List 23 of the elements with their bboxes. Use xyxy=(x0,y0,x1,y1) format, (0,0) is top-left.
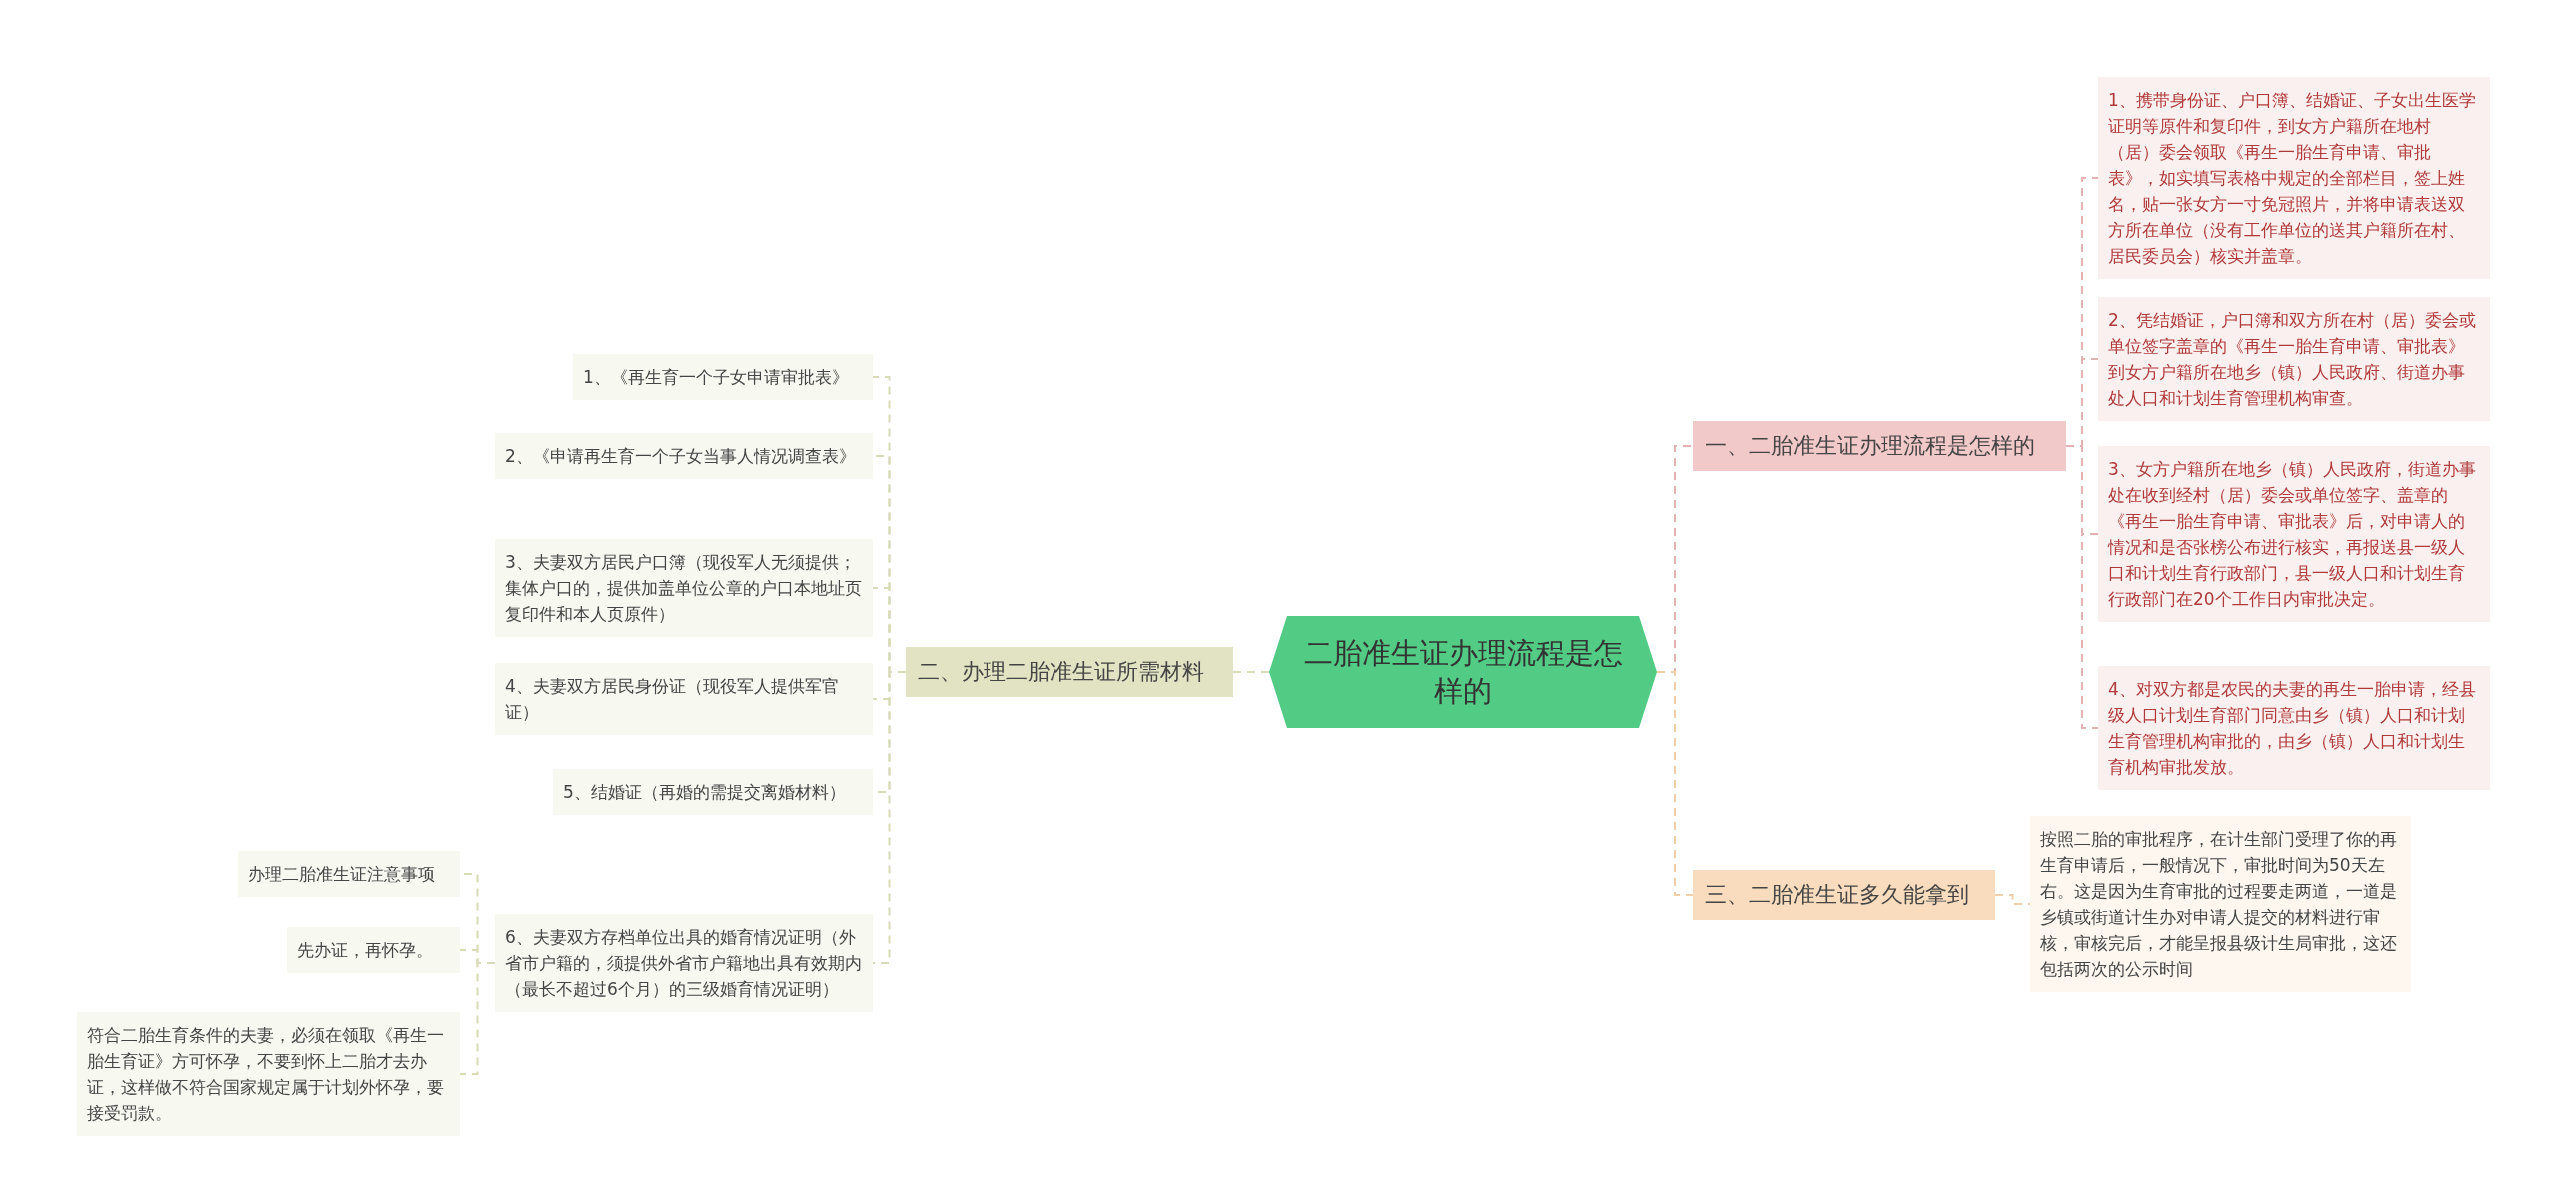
note-card: 按照二胎的审批程序，在计生部门受理了你的再生育申请后，一般情况下，审批时间为50天左右。这是因为生育审批的过程要走两道，一道是乡镇或街道计生办对申请人提交的材料进行审核，审核完后，才能呈报县级计生局审批，这还包括两次的公示时间 xyxy=(2030,816,2411,992)
branch-topic: 二、办理二胎准生证所需材料 xyxy=(906,647,1233,697)
connector-line xyxy=(1994,894,2031,905)
branch-topic: 三、二胎准生证多久能拿到 xyxy=(1693,870,1995,920)
central-topic: 二胎准生证办理流程是怎样的 xyxy=(1269,616,1657,728)
note-card: 1、《再生育一个子女申请审批表》 xyxy=(573,354,873,400)
note-card: 2、《申请再生育一个子女当事人情况调查表》 xyxy=(495,433,873,479)
note-card: 5、结婚证（再婚的需提交离婚材料） xyxy=(553,769,873,815)
connector-line xyxy=(2065,445,2099,729)
connector-line xyxy=(1232,671,1270,673)
connector-line xyxy=(1656,671,1694,896)
note-card: 3、夫妻双方居民户口簿（现役军人无须提供；集体户口的，提供加盖单位公章的户口本地址页复印件和本人页原件） xyxy=(495,539,873,637)
note-card: 3、女方户籍所在地乡（镇）人民政府，街道办事处在收到经村（居）委会或单位签字、盖章的《再生一胎生育申请、审批表》后，对申请人的情况和是否张榜公布进行核实，再报送县一级人口和计划生育行政部门，县一级人口和计划生育行政部门在20个工作日内审批决定。 xyxy=(2098,446,2490,622)
note-card: 1、携带身份证、户口簿、结婚证、子女出生医学证明等原件和复印件，到女方户籍所在地村（居）委会领取《再生一胎生育申请、审批表》，如实填写表格中规定的全部栏目，签上姓名，贴一张女方一寸免冠照片，并将申请表送双方所在单位（没有工作单位的送其户籍所在村、居民委员会）核实并盖章。 xyxy=(2098,77,2490,279)
note-card: 6、夫妻双方存档单位出具的婚育情况证明（外省市户籍的，须提供外省市户籍地出具有效期内（最长不超过6个月）的三级婚育情况证明） xyxy=(495,914,873,1012)
note-card: 2、凭结婚证，户口簿和双方所在村（居）委会或单位签字盖章的《再生一胎生育申请、审批表》到女方户籍所在地乡（镇）人民政府、街道办事处人口和计划生育管理机构审查。 xyxy=(2098,297,2490,421)
branch-topic: 一、二胎准生证办理流程是怎样的 xyxy=(1693,421,2066,471)
note-card: 先办证，再怀孕。 xyxy=(287,927,460,973)
note-card: 符合二胎生育条件的夫妻，必须在领取《再生一胎生育证》方可怀孕，不要到怀上二胎才去办证，这样做不符合国家规定属于计划外怀孕，要接受罚款。 xyxy=(77,1012,460,1136)
connector-line xyxy=(459,962,496,1075)
note-card: 办理二胎准生证注意事项 xyxy=(238,851,460,897)
note-card: 4、对双方都是农民的夫妻的再生一胎申请，经县级人口计划生育部门同意由乡（镇）人口和计划生育管理机构审批的，由乡（镇）人口和计划生育机构审批发放。 xyxy=(2098,666,2490,790)
note-card: 4、夫妻双方居民身份证（现役军人提供军官证） xyxy=(495,663,873,735)
